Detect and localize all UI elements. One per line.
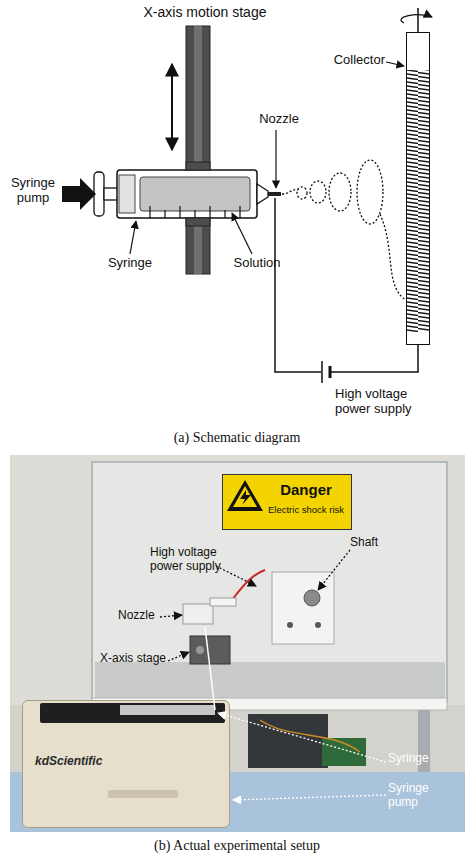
nozzle-needle (268, 192, 281, 196)
tubing (205, 627, 215, 710)
collector-holder (272, 572, 334, 644)
syringe-pump-body: kdScientific (22, 700, 230, 828)
motion-stage-rail (194, 26, 202, 274)
photo-label: Nozzle (118, 609, 162, 623)
fiber-jet (282, 160, 406, 300)
part-label: Solution (222, 256, 292, 271)
part-label: Syringe pump (6, 176, 60, 206)
jet-loop (329, 173, 351, 211)
leader-line (232, 213, 252, 254)
jet-loop (297, 187, 307, 199)
node-text: High voltage power supply (335, 387, 425, 417)
leader-line (233, 795, 386, 800)
barrel-ticks (150, 206, 240, 218)
node-text: Nozzle (254, 112, 304, 127)
leader-line (160, 615, 182, 617)
x-axis-stage-photo (190, 636, 230, 664)
nozzle-holder (183, 604, 213, 624)
photo-label: X-axis stage (100, 652, 172, 666)
photo-background (10, 455, 465, 832)
screw-hole (287, 622, 293, 628)
jet-segment (380, 214, 406, 300)
node-text: Collector (321, 53, 385, 68)
collector-coil (407, 70, 429, 332)
screw-hole (315, 622, 321, 628)
syringe-tip (257, 184, 268, 204)
leader-line (275, 130, 276, 188)
node-text: Danger (261, 481, 351, 498)
acrylic-enclosure (92, 462, 447, 702)
stage-clamp (186, 162, 210, 170)
figure-caption: (a) Schematic diagram (0, 430, 474, 446)
figure-caption: (b) Actual experimental setup (0, 838, 474, 854)
motion-double-arrow (171, 64, 173, 150)
leader-line (386, 62, 404, 66)
leader-line (318, 550, 350, 590)
photo-label: Syringe pump (388, 782, 448, 810)
electronics (248, 714, 328, 768)
leader-line (168, 652, 189, 661)
motion-stage-bar (186, 26, 210, 274)
part-label: X-axis motion stage (130, 4, 280, 20)
photo-label: Shaft (350, 536, 390, 550)
node-text: kdScientific (35, 755, 155, 769)
red-wire (232, 570, 265, 600)
leader-line (218, 713, 386, 762)
photo-label: Syringe (388, 752, 458, 766)
wall (10, 455, 465, 705)
circuit-wire (275, 198, 321, 372)
collector-shaft (417, 8, 419, 32)
syringe-barrel (117, 170, 257, 218)
shaft-hub (304, 590, 320, 606)
stage-clamp (186, 218, 210, 226)
photo-label: High voltage power supply (150, 546, 232, 574)
circuit-wire (331, 345, 418, 372)
part-label: Syringe (100, 256, 160, 271)
solution-fill (140, 177, 250, 211)
frame-leg (418, 710, 430, 780)
node-text: Electric shock risk (261, 505, 351, 516)
jet-segment (282, 190, 298, 194)
warning-sign: DangerElectric shock risk (222, 474, 352, 530)
leader-line (216, 566, 256, 586)
collector-drum: Collector (406, 32, 430, 345)
jet-loop (357, 160, 383, 224)
power-supply: High voltage power supply (321, 361, 331, 383)
nozzle-node: Nozzle (268, 190, 282, 198)
push-arrow (62, 178, 96, 210)
nozzle-arm (210, 598, 236, 606)
jet-loop (310, 181, 326, 203)
cable (260, 720, 360, 752)
battery-plate (321, 361, 323, 383)
rotation-arrow (401, 15, 432, 23)
enclosure-base (95, 662, 445, 698)
leader-line (130, 221, 136, 254)
plunger-head (119, 175, 135, 213)
stage-knob (196, 646, 204, 654)
